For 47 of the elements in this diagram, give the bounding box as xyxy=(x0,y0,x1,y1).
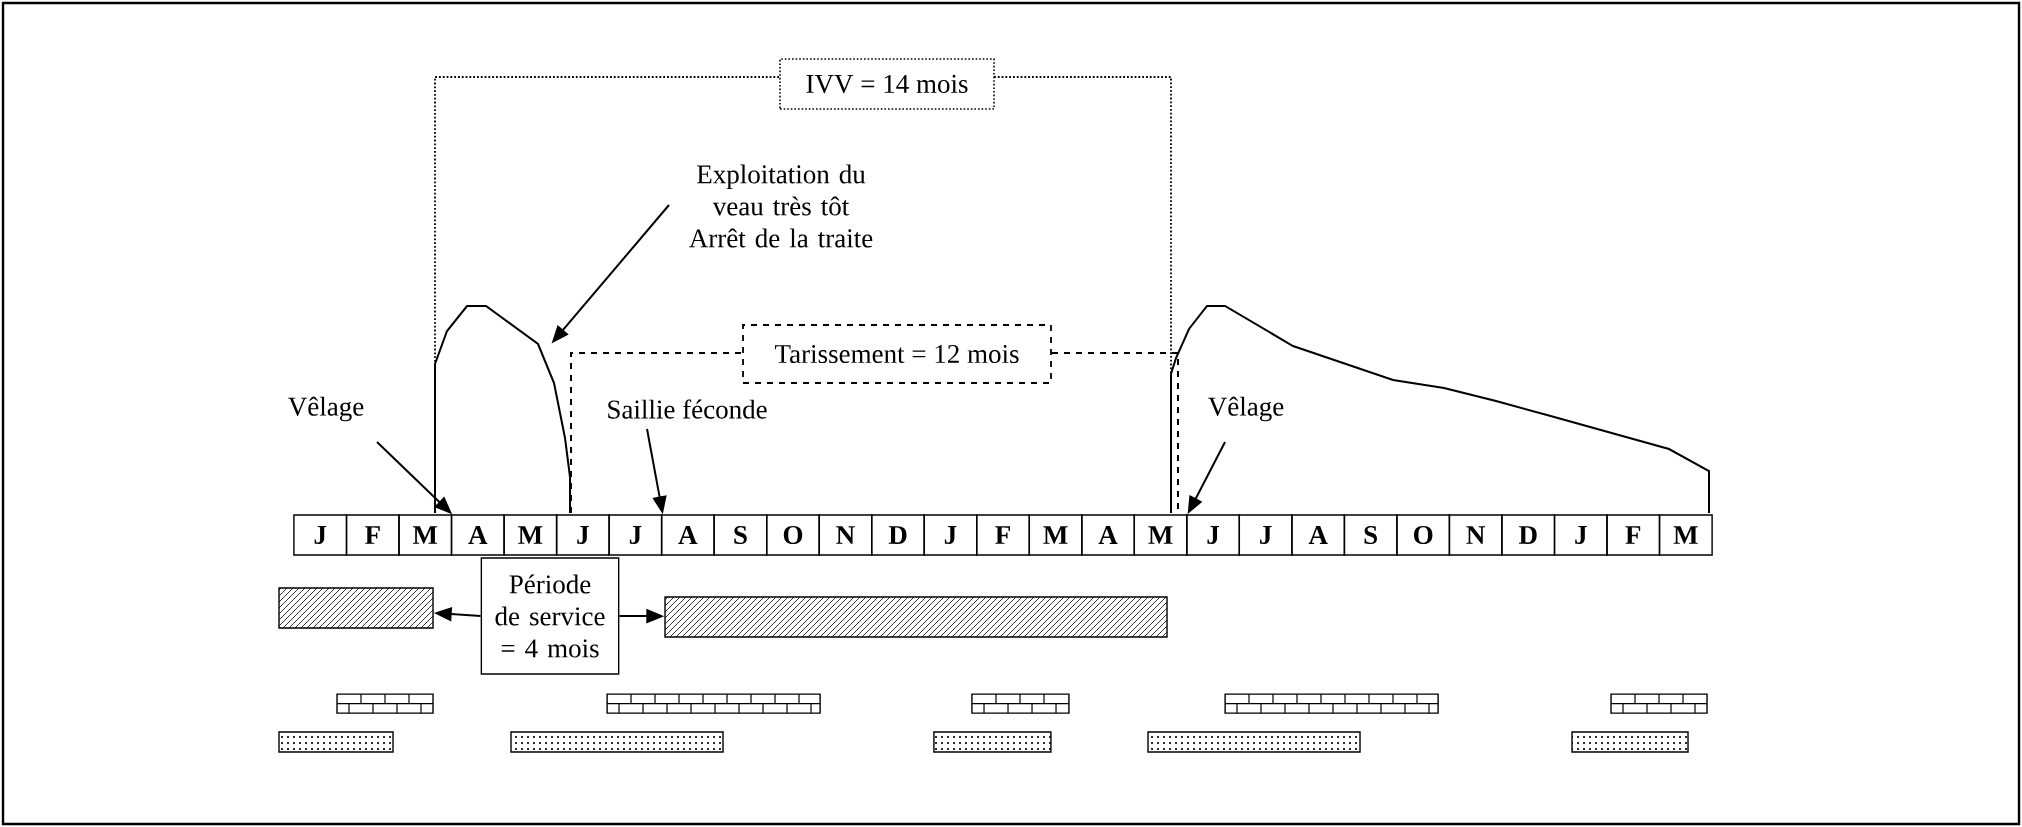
brick-bar xyxy=(971,693,1070,714)
month-cell: J xyxy=(1553,514,1608,556)
month-cell: O xyxy=(766,514,821,556)
brick-bar xyxy=(1610,693,1708,714)
month-cell: A xyxy=(660,514,715,556)
dotted-bar xyxy=(510,731,724,753)
dotted-bar xyxy=(1147,731,1361,753)
lactation-curve xyxy=(434,305,571,514)
month-cell: S xyxy=(713,514,768,556)
hatched-bar xyxy=(664,596,1168,638)
month-cell: J xyxy=(608,514,663,556)
month-cell: J xyxy=(923,514,978,556)
month-cell: F xyxy=(345,514,400,556)
month-cell: A xyxy=(1081,514,1135,556)
month-cell: J xyxy=(555,514,610,556)
month-cell: F xyxy=(976,514,1030,556)
month-cell: S xyxy=(1343,514,1398,556)
month-cell: M xyxy=(398,514,453,556)
month-cell: M xyxy=(503,514,558,556)
month-cell: D xyxy=(1501,514,1556,556)
month-cell: N xyxy=(818,514,873,556)
month-cell: J xyxy=(1186,514,1240,556)
month-cell: O xyxy=(1396,514,1451,556)
month-cell: A xyxy=(1291,514,1346,556)
month-cell: N xyxy=(1448,514,1503,556)
annotation-text: Vêlage xyxy=(288,396,364,422)
dotted-bar xyxy=(278,731,394,753)
hatched-bar xyxy=(278,587,434,629)
dimension-box: Tarissement = 12 mois xyxy=(742,324,1052,384)
brick-bar xyxy=(606,693,821,714)
month-cell: J xyxy=(293,514,348,556)
month-cell: M xyxy=(1133,514,1188,556)
brick-bar xyxy=(1224,693,1439,714)
dotted-bar xyxy=(1571,731,1689,753)
month-cell: J xyxy=(1238,514,1293,556)
dimension-box: IVV = 14 mois xyxy=(779,58,995,110)
month-cell: M xyxy=(1028,514,1083,556)
annotation-text: Saillie féconde xyxy=(608,399,767,419)
brick-bar xyxy=(336,693,434,714)
dotted-bar xyxy=(933,731,1052,753)
annotation-text: Vêlage xyxy=(1208,396,1284,422)
month-cell: D xyxy=(871,514,926,556)
annotation-text: Exploitation du veau très tôt Arrêt de la traite xyxy=(689,164,873,248)
month-cell: F xyxy=(1606,514,1661,556)
month-cell: A xyxy=(450,514,505,556)
month-cell: M xyxy=(1658,514,1713,556)
text-box: Période de service = 4 mois xyxy=(480,557,620,675)
